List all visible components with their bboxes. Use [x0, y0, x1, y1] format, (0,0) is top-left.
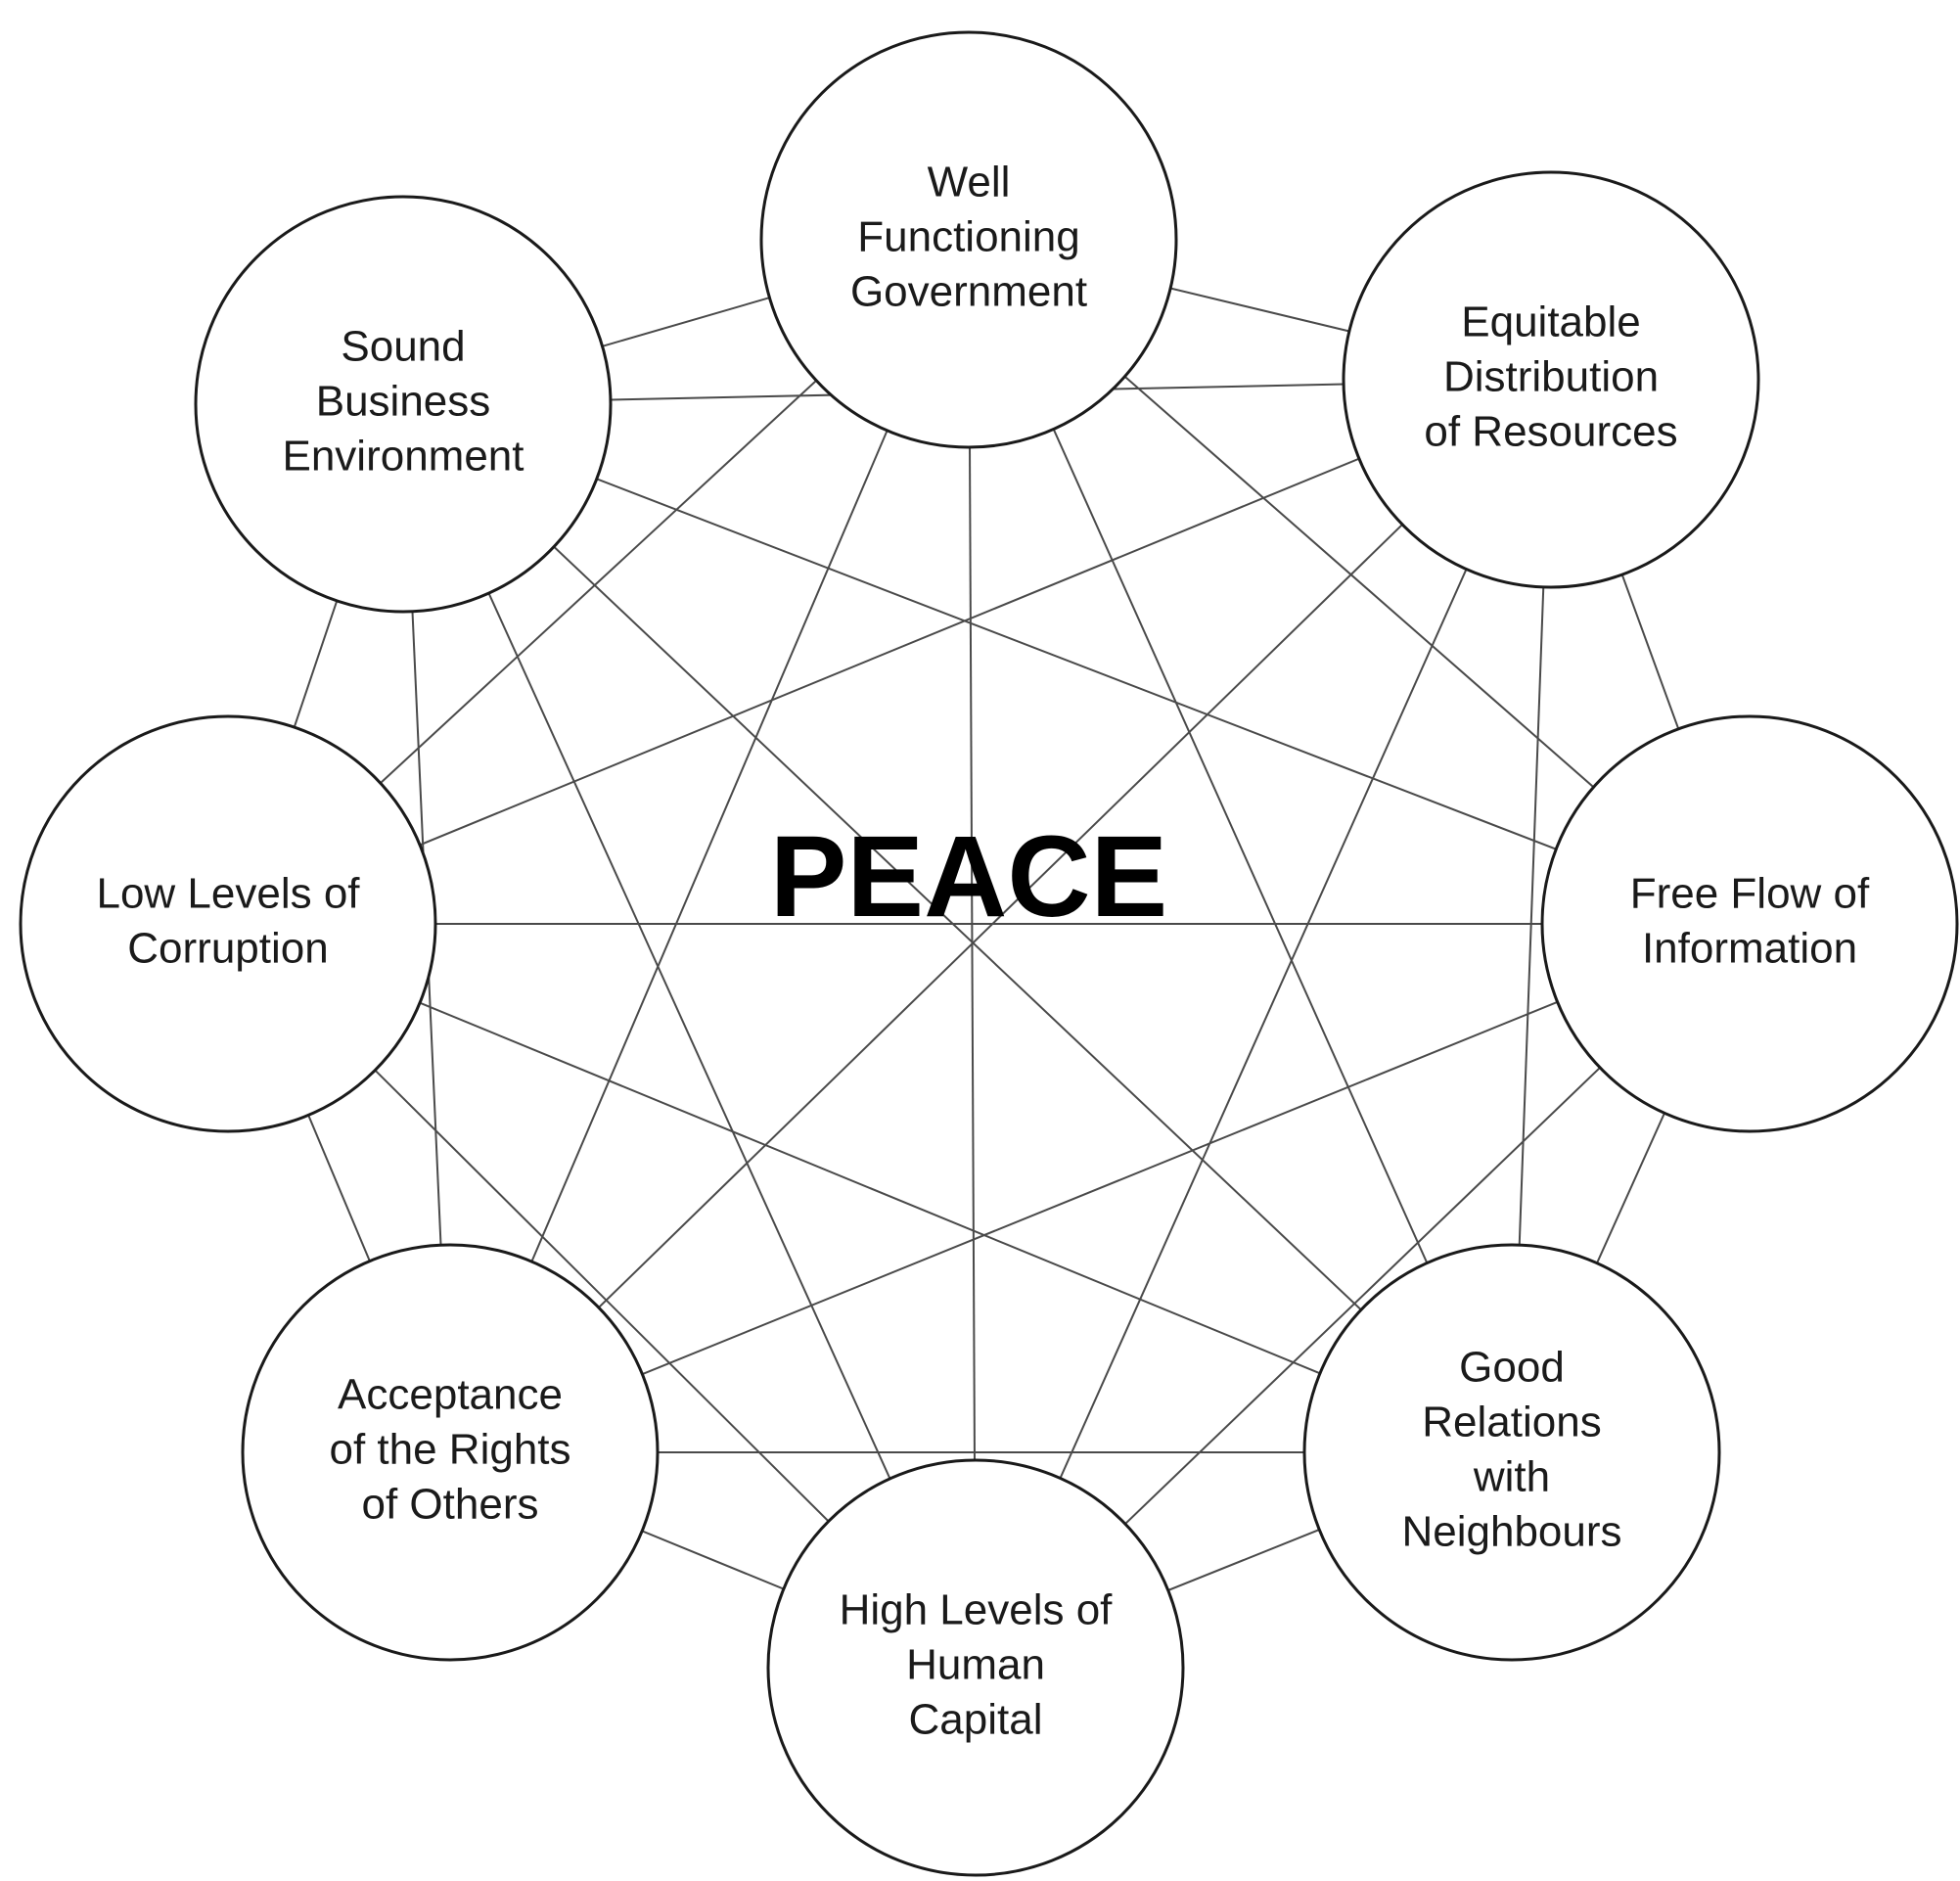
pillar-label-business-line-0: Sound: [341, 323, 465, 371]
pillar-label-government-line-2: Government: [850, 268, 1087, 316]
pillar-nodes: WellFunctioningGovernmentEquitableDistri…: [19, 30, 1959, 1877]
pillar-label-business-line-2: Environment: [282, 433, 524, 481]
pillar-label-corruption-line-1: Corruption: [127, 925, 328, 973]
pillar-label-neighbours-line-1: Relations: [1422, 1399, 1601, 1446]
pillar-label-information-line-1: Information: [1642, 925, 1857, 973]
pillar-circle-business: [194, 195, 613, 614]
pillar-label-rights-line-1: of the Rights: [329, 1426, 570, 1474]
pillar-circle-resources: [1342, 170, 1760, 589]
connector-neighbours-business: [402, 403, 1513, 1453]
pillar-label-government-line-0: Well: [928, 159, 1011, 206]
pillar-label-human-capital-line-2: Capital: [909, 1696, 1043, 1744]
pillar-circle-neighbours: [1302, 1243, 1721, 1662]
connector-information-business: [402, 403, 1751, 925]
pillar-label-information-line-0: Free Flow of: [1630, 870, 1870, 918]
pillar-label-neighbours-line-0: Good: [1459, 1344, 1565, 1392]
connector-neighbours-corruption: [227, 923, 1513, 1453]
pillar-label-neighbours-line-2: with: [1473, 1453, 1550, 1501]
pillar-label-business-line-1: Business: [316, 378, 491, 426]
pillar-circle-government: [759, 30, 1178, 449]
pillar-label-human-capital-line-0: High Levels of: [840, 1586, 1114, 1634]
connector-government-human-capital: [968, 239, 977, 1669]
pillar-label-resources-line-2: of Resources: [1424, 408, 1677, 456]
pillar-label-corruption-line-0: Low Levels of: [96, 870, 360, 918]
pillar-circle-rights: [241, 1243, 660, 1662]
connector-human-capital-business: [402, 403, 977, 1669]
pillar-circle-human-capital: [766, 1458, 1185, 1877]
pillar-circle-information: [1540, 714, 1959, 1133]
pillar-circle-corruption: [19, 714, 437, 1133]
connector-information-rights: [449, 923, 1751, 1453]
connector-resources-corruption: [227, 379, 1552, 925]
connector-government-rights: [449, 239, 970, 1453]
pillar-label-rights-line-2: of Others: [362, 1481, 539, 1529]
center-title: PEACE: [770, 812, 1168, 941]
pillar-corruption: Low Levels of Corruption: [19, 714, 437, 1133]
pillar-rights: Acceptance of the Rights of Others: [241, 1243, 660, 1662]
connector-resources-rights: [449, 379, 1552, 1453]
pillar-label-government-line-1: Functioning: [857, 213, 1079, 261]
pillar-label-resources-line-1: Distribution: [1443, 353, 1659, 401]
connector-government-neighbours: [968, 239, 1513, 1453]
pillar-label-rights-line-0: Acceptance: [338, 1371, 563, 1419]
pillar-label-human-capital-line-1: Human: [906, 1641, 1045, 1689]
pillar-information: Free Flow of Information: [1540, 714, 1959, 1133]
pillar-label-neighbours-line-3: Neighbours: [1401, 1508, 1621, 1556]
pillar-label-resources-line-0: Equitable: [1461, 298, 1640, 346]
